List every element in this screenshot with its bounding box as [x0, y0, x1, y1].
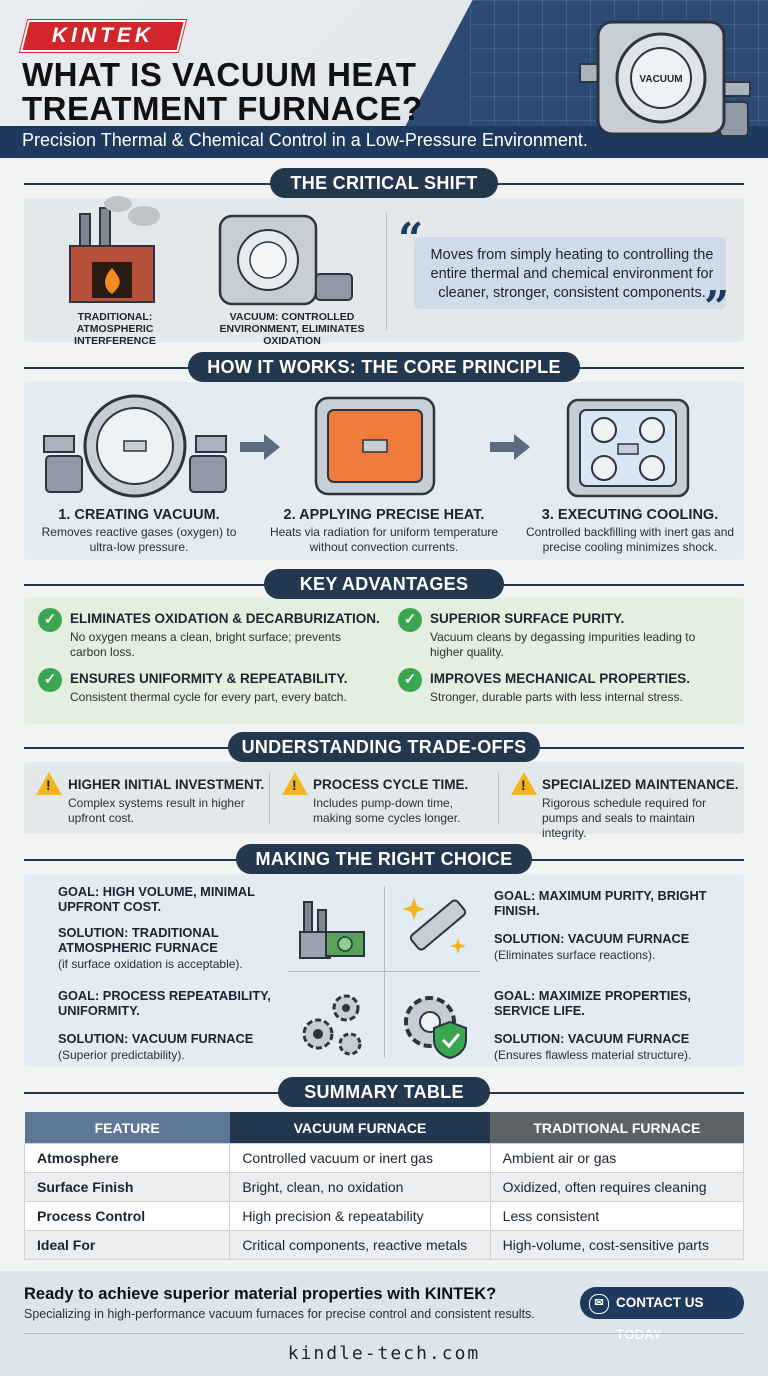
- step-1-title: 1. CREATING VACUUM.: [58, 507, 220, 523]
- mail-icon: ✉: [589, 1294, 609, 1314]
- summary-heading: SUMMARY TABLE: [278, 1077, 490, 1107]
- table-cell: Atmosphere: [23, 1143, 231, 1173]
- table-cell: Process Control: [23, 1201, 231, 1231]
- quote-box: [414, 237, 726, 309]
- advantage-2-title: SUPERIOR SURFACE PURITY.: [430, 611, 625, 626]
- summary-table: FEATURE VACUUM FURNACE TRADITIONAL FURNA…: [23, 1112, 745, 1260]
- tradeoff-3-desc: Rigorous schedule required for pumps and…: [542, 796, 707, 840]
- table-cell: Bright, clean, no oxidation: [229, 1172, 491, 1202]
- vacuum-caption: VACUUM: CONTROLLED ENVIRONMENT, ELIMINAT…: [219, 311, 365, 347]
- choice-4-solution: SOLUTION: VACUUM FURNACE: [494, 1031, 690, 1046]
- advantage-3-desc: Consistent thermal cycle for every part,…: [70, 690, 347, 704]
- factory-money-icon: [299, 901, 365, 959]
- tradeoff-2-desc: Includes pump-down time, making some cyc…: [313, 796, 461, 825]
- table-row: Ideal For Critical components, reactive …: [23, 1230, 745, 1260]
- choice-1-note: (if surface oxidation is acceptable).: [58, 957, 243, 971]
- choice-2-note: (Eliminates surface reactions).: [494, 948, 656, 962]
- step-3-desc: Controlled backfilling with inert gas an…: [525, 525, 735, 554]
- executing-cooling-icon: [566, 398, 690, 498]
- tradeoff-2-title: PROCESS CYCLE TIME.: [313, 777, 469, 792]
- cta-title: Ready to achieve superior material prope…: [24, 1285, 497, 1303]
- check-icon: ✓: [38, 608, 62, 632]
- warning-icon: !: [282, 772, 308, 795]
- table-row: Surface Finish Bright, clean, no oxidati…: [23, 1172, 745, 1202]
- step-3-title: 3. EXECUTING COOLING.: [541, 507, 719, 523]
- table-cell: High precision & repeatability: [229, 1201, 491, 1231]
- vacuum-chamber-icon: VACUUM: [579, 20, 751, 137]
- warning-icon: !: [511, 772, 537, 795]
- advantage-1-title: ELIMINATES OXIDATION & DECARBURIZATION.: [70, 611, 380, 626]
- choice-heading: MAKING THE RIGHT CHOICE: [236, 844, 532, 874]
- advantage-4-title: IMPROVES MECHANICAL PROPERTIES.: [430, 671, 691, 686]
- table-cell: High-volume, cost-sensitive parts: [489, 1230, 745, 1260]
- table-cell: Surface Finish: [23, 1172, 231, 1202]
- cta-description: Specializing in high-performance vacuum …: [24, 1307, 535, 1321]
- step-2-desc: Heats via radiation for uniform temperat…: [269, 525, 499, 554]
- step-2-title: 2. APPLYING PRECISE HEAT.: [283, 507, 485, 523]
- table-cell: Less consistent: [489, 1201, 745, 1231]
- contact-us-label: CONTACT US TODAY: [616, 1295, 704, 1342]
- critical-shift-heading: THE CRITICAL SHIFT: [270, 168, 498, 198]
- choice-3-goal: GOAL: PROCESS REPEATABILITY, UNIFORMITY.: [58, 988, 271, 1018]
- applying-heat-icon: [314, 396, 436, 496]
- website-link[interactable]: kindle-tech.com: [287, 1343, 481, 1364]
- choice-3-note: (Superior predictability).: [58, 1048, 185, 1062]
- bright-bar-icon: [403, 898, 467, 954]
- choice-1-solution: SOLUTION: TRADITIONAL ATMOSPHERIC FURNAC…: [58, 925, 219, 955]
- table-cell: Controlled vacuum or inert gas: [229, 1143, 491, 1173]
- open-quote-icon: “: [398, 214, 424, 265]
- traditional-caption: TRADITIONAL: ATMOSPHERIC INTERFERENCE: [74, 311, 156, 347]
- tradeoff-3-title: SPECIALIZED MAINTENANCE.: [542, 777, 739, 792]
- tradeoffs-panel: [24, 762, 744, 834]
- table-row: Atmosphere Controlled vacuum or inert ga…: [23, 1143, 745, 1173]
- arrow-right-icon: [240, 434, 280, 460]
- choice-1-goal: GOAL: HIGH VOLUME, MINIMAL UPFRONT COST.: [58, 884, 255, 914]
- page-title: WHAT IS VACUUM HEAT TREATMENT FURNACE?: [22, 56, 423, 127]
- table-cell: Ideal For: [23, 1230, 231, 1260]
- choice-4-note: (Ensures flawless material structure).: [494, 1048, 692, 1062]
- column-header: FEATURE: [24, 1112, 230, 1144]
- how-it-works-heading: HOW IT WORKS: THE CORE PRINCIPLE: [188, 352, 580, 382]
- column-header: TRADITIONAL FURNACE: [490, 1112, 744, 1144]
- choice-4-goal: GOAL: MAXIMIZE PROPERTIES, SERVICE LIFE.: [494, 988, 691, 1018]
- advantage-1-desc: No oxygen means a clean, bright surface;…: [70, 630, 341, 659]
- column-header: VACUUM FURNACE: [229, 1112, 491, 1144]
- table-cell: Ambient air or gas: [489, 1143, 745, 1173]
- advantages-heading: KEY ADVANTAGES: [264, 569, 504, 599]
- advantage-4-desc: Stronger, durable parts with less intern…: [430, 690, 683, 704]
- table-header-row: FEATURE VACUUM FURNACE TRADITIONAL FURNA…: [24, 1112, 744, 1144]
- warning-icon: !: [36, 772, 62, 795]
- table-cell: Oxidized, often requires cleaning: [489, 1172, 745, 1202]
- factory-icon: [69, 196, 160, 303]
- check-icon: ✓: [398, 668, 422, 692]
- arrow-right-icon: [490, 434, 530, 460]
- advantages-panel: [24, 598, 744, 724]
- check-icon: ✓: [38, 668, 62, 692]
- gear-shield-icon: [404, 996, 467, 1060]
- tradeoff-1-title: HIGHER INITIAL INVESTMENT.: [68, 777, 265, 792]
- advantage-2-desc: Vacuum cleans by degassing impurities le…: [430, 630, 696, 659]
- close-quote-icon: ”: [704, 282, 730, 333]
- page-subtitle: Precision Thermal & Chemical Control in …: [22, 130, 588, 150]
- kintek-logo: KINTEK: [20, 20, 186, 52]
- choice-3-solution: SOLUTION: VACUUM FURNACE: [58, 1031, 254, 1046]
- creating-vacuum-icon: [43, 394, 227, 498]
- step-1-desc: Removes reactive gases (oxygen) to ultra…: [41, 525, 237, 554]
- table-cell: Critical components, reactive metals: [229, 1230, 491, 1260]
- vacuum-furnace-icon: [218, 214, 353, 306]
- choice-2-solution: SOLUTION: VACUUM FURNACE: [494, 931, 690, 946]
- shift-quote: Moves from simply heating to controlling…: [430, 247, 714, 301]
- check-icon: ✓: [398, 608, 422, 632]
- choice-2-goal: GOAL: MAXIMUM PURITY, BRIGHT FINISH.: [494, 888, 707, 918]
- table-row: Process Control High precision & repeata…: [23, 1201, 745, 1231]
- tradeoff-1-desc: Complex systems result in higher upfront…: [68, 796, 245, 825]
- advantage-3-title: ENSURES UNIFORMITY & REPEATABILITY.: [70, 671, 348, 686]
- contact-us-button[interactable]: ✉ CONTACT US TODAY: [580, 1287, 744, 1342]
- hero-vacuum-label: VACUUM: [639, 74, 682, 85]
- gears-icon: [302, 994, 362, 1056]
- tradeoffs-heading: UNDERSTANDING TRADE-OFFS: [228, 732, 540, 762]
